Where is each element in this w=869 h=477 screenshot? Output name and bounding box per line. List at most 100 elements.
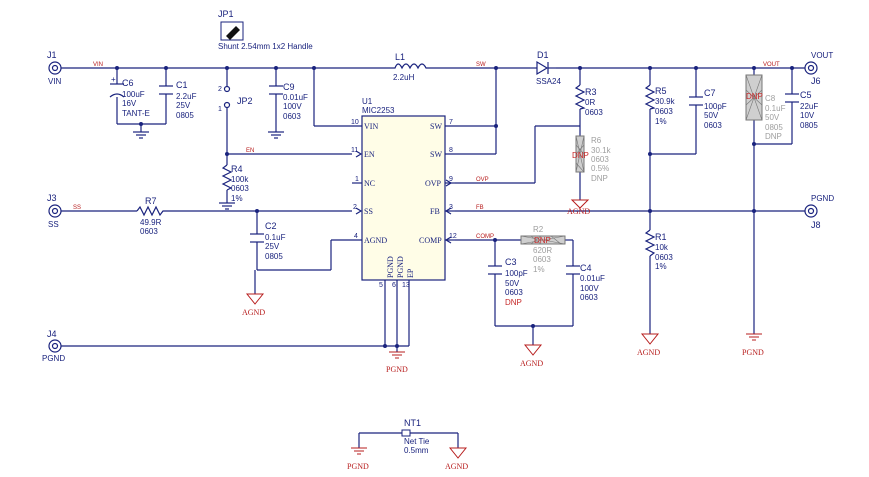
svg-text:4: 4 bbox=[354, 233, 358, 240]
svg-text:0805: 0805 bbox=[176, 111, 194, 120]
capacitor-c4[interactable]: C4 0.01uF 100V 0603 bbox=[566, 263, 605, 302]
svg-text:AGND: AGND bbox=[364, 236, 387, 245]
svg-text:50V: 50V bbox=[765, 113, 780, 122]
svg-text:0805: 0805 bbox=[800, 121, 818, 130]
dnp-marker: DNP bbox=[746, 92, 763, 101]
svg-text:AGND: AGND bbox=[242, 308, 265, 317]
svg-text:100V: 100V bbox=[283, 102, 302, 111]
svg-text:SW: SW bbox=[430, 122, 442, 131]
svg-text:2: 2 bbox=[218, 86, 222, 93]
ground-symbol bbox=[133, 131, 149, 139]
capacitor-c8[interactable]: C8 0.1uF 50V 0805 DNP DNP bbox=[745, 74, 786, 141]
svg-text:0603: 0603 bbox=[140, 227, 158, 236]
svg-text:8: 8 bbox=[449, 147, 453, 154]
svg-text:30.9k: 30.9k bbox=[655, 97, 676, 106]
svg-text:JP2: JP2 bbox=[237, 96, 253, 106]
svg-text:100k: 100k bbox=[231, 175, 249, 184]
svg-text:PGND: PGND bbox=[386, 256, 395, 278]
svg-text:J6: J6 bbox=[811, 76, 821, 86]
resistor-r6[interactable]: R6 30.1k 0603 0.5% DNP DNP bbox=[572, 135, 612, 183]
net-label-comp: COMP bbox=[476, 234, 494, 240]
resistor-r4[interactable]: R4 100k 0603 1% bbox=[221, 164, 249, 203]
svg-text:DNP: DNP bbox=[505, 298, 522, 307]
svg-text:2: 2 bbox=[353, 204, 357, 211]
connector-j3[interactable]: J3 SS bbox=[47, 193, 62, 229]
connector-j6[interactable]: VOUT J6 bbox=[804, 51, 833, 86]
resistor-r1[interactable]: R1 10k 0603 1% bbox=[644, 229, 673, 271]
ic-u1[interactable]: U1 MIC2253 10 VIN 11 EN 1 NC 2 SS 4 AGND… bbox=[351, 97, 457, 289]
svg-text:1%: 1% bbox=[231, 194, 243, 203]
diode-d1[interactable]: D1 SSA24 bbox=[530, 50, 561, 86]
svg-text:0603: 0603 bbox=[591, 155, 609, 164]
svg-text:7: 7 bbox=[449, 119, 453, 126]
svg-text:J4: J4 bbox=[47, 329, 57, 339]
svg-text:R2: R2 bbox=[533, 225, 544, 234]
dnp-marker: DNP bbox=[534, 236, 551, 245]
connector-j4[interactable]: J4 PGND bbox=[42, 329, 65, 363]
svg-text:22uF: 22uF bbox=[800, 102, 818, 111]
capacitor-c5[interactable]: C5 22uF 10V 0805 bbox=[785, 90, 818, 130]
svg-text:1%: 1% bbox=[655, 117, 667, 126]
svg-text:1%: 1% bbox=[655, 262, 667, 271]
svg-text:0.1uF: 0.1uF bbox=[765, 104, 786, 113]
svg-text:R6: R6 bbox=[591, 136, 602, 145]
capacitor-c7[interactable]: C7 100pF 50V 0603 bbox=[689, 88, 727, 130]
resistor-r2[interactable]: R2 620R 0603 1% DNP bbox=[520, 225, 566, 274]
connector-j8[interactable]: PGND J8 bbox=[804, 194, 834, 230]
dnp-marker: DNP bbox=[572, 151, 589, 160]
svg-text:R3: R3 bbox=[585, 87, 597, 97]
svg-text:C5: C5 bbox=[800, 90, 812, 100]
agnd-symbol: AGND bbox=[242, 293, 265, 317]
svg-text:0603: 0603 bbox=[231, 184, 249, 193]
svg-text:49.9R: 49.9R bbox=[140, 218, 162, 227]
svg-text:25V: 25V bbox=[176, 101, 191, 110]
junction-dots bbox=[115, 66, 794, 348]
resistor-r5[interactable]: R5 30.9k 0603 1% bbox=[644, 84, 676, 126]
resistor-r7[interactable]: R7 49.9R 0603 bbox=[136, 196, 165, 236]
capacitor-c6[interactable]: + C6 100uF 16V TANT-E bbox=[109, 75, 150, 118]
svg-text:COMP: COMP bbox=[419, 236, 442, 245]
capacitor-c3[interactable]: C3 100pF 50V 0603 DNP bbox=[488, 257, 528, 307]
svg-text:+: + bbox=[111, 75, 116, 84]
svg-text:U1: U1 bbox=[362, 97, 373, 106]
svg-text:5: 5 bbox=[379, 282, 383, 289]
svg-text:0603: 0603 bbox=[283, 112, 301, 121]
svg-text:1: 1 bbox=[355, 176, 359, 183]
net-label-sw: SW bbox=[476, 62, 486, 68]
connector-j1[interactable]: J1 VIN bbox=[47, 50, 62, 86]
capacitor-c2[interactable]: C2 0.1uF 25V 0805 bbox=[250, 221, 286, 261]
svg-text:PGND: PGND bbox=[42, 354, 65, 363]
svg-text:FB: FB bbox=[430, 207, 440, 216]
svg-text:0.01uF: 0.01uF bbox=[580, 274, 605, 283]
inductor-l1[interactable]: L1 2.2uH bbox=[390, 52, 431, 82]
svg-text:1: 1 bbox=[218, 106, 222, 113]
net-tie-nt1[interactable]: NT1 Net Tie 0.5mm bbox=[401, 418, 430, 455]
svg-text:100V: 100V bbox=[580, 284, 599, 293]
svg-text:2.2uH: 2.2uH bbox=[393, 73, 415, 82]
jumper-jp1[interactable]: JP1 Shunt 2.54mm 1x2 Handle bbox=[218, 9, 313, 51]
svg-text:9: 9 bbox=[449, 176, 453, 183]
svg-text:16V: 16V bbox=[122, 99, 137, 108]
svg-text:3: 3 bbox=[449, 204, 453, 211]
svg-text:SSA24: SSA24 bbox=[536, 77, 561, 86]
svg-text:C9: C9 bbox=[283, 82, 295, 92]
svg-text:VOUT: VOUT bbox=[811, 51, 833, 60]
svg-text:100pF: 100pF bbox=[505, 269, 528, 278]
svg-text:VIN: VIN bbox=[48, 77, 62, 86]
pgnd-symbol: PGND bbox=[386, 351, 408, 374]
svg-text:R5: R5 bbox=[655, 86, 667, 96]
net-label-en: EN bbox=[246, 148, 254, 154]
agnd-symbol: AGND bbox=[520, 344, 543, 368]
resistor-r3[interactable]: R3 0R 0603 bbox=[574, 84, 603, 117]
svg-text:TANT-E: TANT-E bbox=[122, 109, 150, 118]
wires bbox=[61, 67, 805, 448]
svg-text:EP: EP bbox=[406, 268, 415, 278]
jumper-jp2[interactable]: 2 1 JP2 bbox=[218, 85, 253, 113]
ground-symbol bbox=[268, 131, 284, 139]
svg-text:2.2uF: 2.2uF bbox=[176, 92, 197, 101]
svg-text:0603: 0603 bbox=[533, 255, 551, 264]
capacitor-c9[interactable]: C9 0.01uF 100V 0603 bbox=[269, 82, 308, 121]
capacitor-c1[interactable]: C1 2.2uF 25V 0805 bbox=[159, 80, 197, 120]
svg-text:100uF: 100uF bbox=[122, 90, 145, 99]
